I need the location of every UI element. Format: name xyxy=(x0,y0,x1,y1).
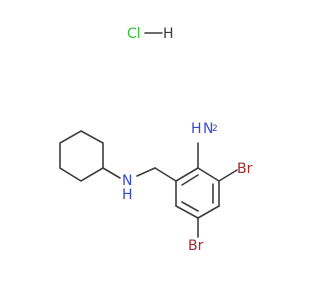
hcl-hydrogen-label: H xyxy=(163,26,174,42)
aniline-h-label: H xyxy=(191,121,202,137)
ring-bond-1 xyxy=(175,167,199,182)
amine-h-label: H xyxy=(122,187,133,203)
bromine-label-2: Br xyxy=(188,238,204,254)
c-br1-bond xyxy=(218,169,238,182)
bromine-label-1: Br xyxy=(237,161,253,177)
aniline-subscript-2: 2 xyxy=(212,124,218,134)
cyclohexane-ring xyxy=(59,130,104,182)
n-ch2-bond xyxy=(136,167,156,177)
ring-double-bond-1 xyxy=(181,174,199,186)
amine-n-label: N xyxy=(122,173,132,189)
chlorine-label: Cl xyxy=(127,26,141,42)
cyclohexyl-n-bond xyxy=(102,167,121,179)
ring-bond-5 xyxy=(175,205,199,219)
aniline-n-label: N xyxy=(203,121,213,137)
ring-bond-4 xyxy=(197,205,220,219)
molecule-svg: Cl H N H H N 2 Br Br xyxy=(59,26,253,254)
ring-bond-2 xyxy=(197,167,220,182)
ring-double-bond-3 xyxy=(181,201,199,212)
ch2-ring-bond xyxy=(154,167,177,182)
structure-diagram: Cl H N H H N 2 Br Br xyxy=(59,26,253,254)
